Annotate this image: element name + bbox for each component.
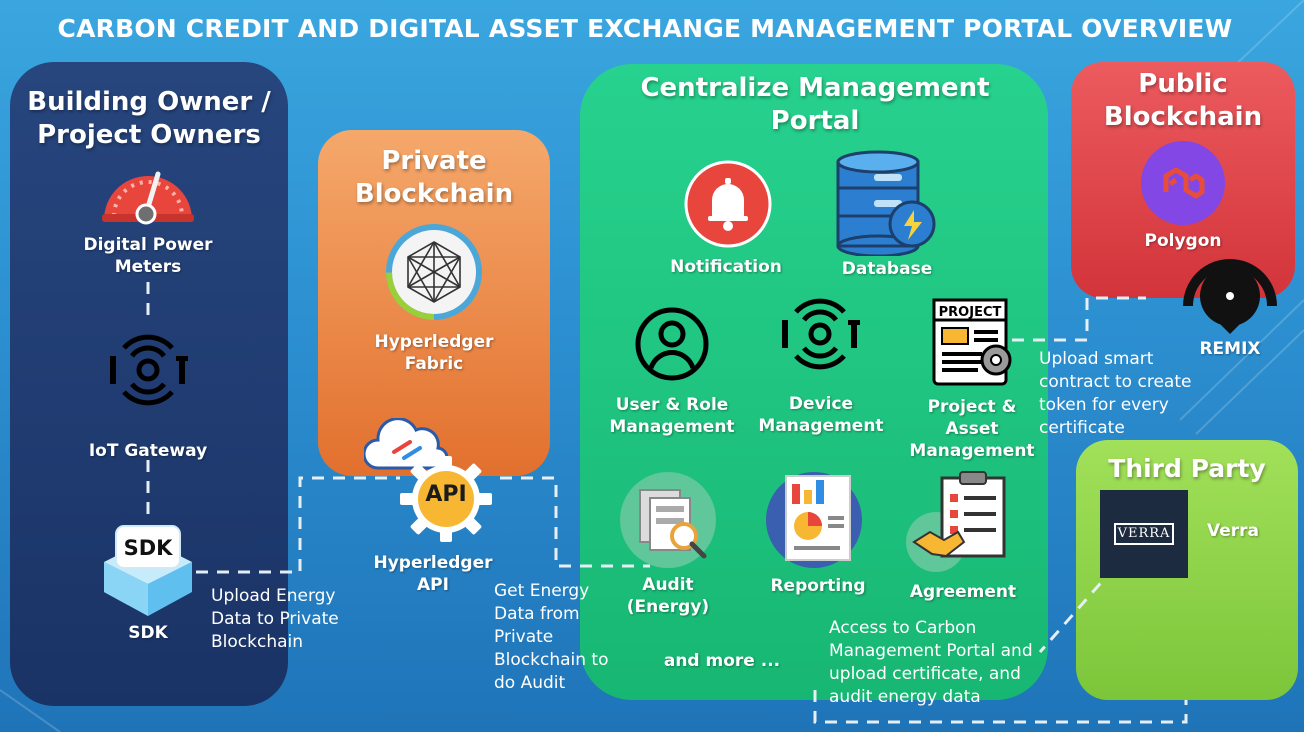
- cloud-sync-icon: [364, 418, 448, 470]
- power-meter-label-line1: Digital Power: [83, 235, 213, 255]
- smart-contract-line1: Upload smart: [1039, 349, 1154, 369]
- public-heading-line1: Public: [1138, 69, 1228, 99]
- agreement-label: Agreement: [909, 582, 1017, 602]
- central-heading-line2: Portal: [770, 106, 860, 136]
- project-line1: Project &: [927, 397, 1017, 417]
- api-gear-icon: [400, 456, 492, 542]
- access-portal-line4: audit energy data: [829, 687, 981, 707]
- audit-line1: Audit: [642, 575, 694, 595]
- project-asset-label: Project & Asset Management: [902, 396, 1042, 462]
- api-label-line2: API: [417, 575, 449, 595]
- sdk-icon: [104, 525, 192, 616]
- power-meter-label: Digital Power Meters: [60, 234, 236, 278]
- reporting-label: Reporting: [770, 576, 866, 596]
- and-more-label: and more ...: [663, 651, 781, 671]
- private-heading-line2: Blockchain: [354, 179, 514, 209]
- project-badge-text: PROJECT: [938, 305, 1002, 320]
- smart-contract-note: Upload smart contract to create token fo…: [1039, 348, 1229, 440]
- user-role-line1: User & Role: [615, 395, 729, 415]
- device-line1: Device: [788, 394, 854, 414]
- audit-label: Audit (Energy): [606, 574, 730, 618]
- remix-label: REMIX: [1199, 339, 1261, 359]
- access-portal-line3: upload certificate, and: [829, 664, 1021, 684]
- private-heading: Private Blockchain: [320, 145, 548, 211]
- user-role-icon: [635, 307, 709, 381]
- get-energy-line4: Blockchain to: [494, 650, 609, 670]
- get-energy-note: Get Energy Data from Private Blockchain …: [494, 580, 634, 695]
- project-document-icon: [932, 298, 1012, 386]
- api-label-line1: Hyperledger: [373, 553, 493, 573]
- power-meter-icon: [102, 171, 194, 225]
- device-line2: Management: [758, 416, 884, 436]
- notification-bell-icon: [684, 160, 772, 248]
- upload-energy-line3: Blockchain: [211, 632, 304, 652]
- hyperledger-fabric-icon: [386, 224, 482, 320]
- remix-logo-icon: [1183, 259, 1277, 334]
- upload-energy-line1: Upload Energy: [211, 586, 336, 606]
- central-heading-line1: Centralize Management: [640, 73, 990, 103]
- api-badge-text: API: [425, 482, 467, 507]
- agreement-icon: [906, 471, 1006, 572]
- smart-contract-line3: token for every: [1039, 395, 1169, 415]
- get-energy-line2: Data from: [494, 604, 580, 624]
- public-heading-line2: Blockchain: [1103, 102, 1263, 132]
- audit-line2: (Energy): [626, 597, 710, 617]
- project-line3: Management: [909, 441, 1035, 461]
- owner-heading-line2: Project Owners: [37, 120, 261, 150]
- polygon-label: Polygon: [1144, 231, 1222, 251]
- owner-heading: Building Owner / Project Owners: [20, 86, 278, 152]
- hyperledger-fabric-label: Hyperledger Fabric: [340, 331, 528, 375]
- get-energy-line1: Get Energy: [494, 581, 590, 601]
- user-role-line2: Management: [609, 417, 735, 437]
- sdk-badge-text: SDK: [123, 536, 173, 560]
- upload-energy-line2: Data to Private: [211, 609, 339, 629]
- notification-label: Notification: [670, 257, 782, 277]
- database-icon: [836, 150, 936, 256]
- verra-label: Verra: [1207, 521, 1259, 541]
- iot-gateway-icon: [110, 334, 188, 406]
- device-management-label: Device Management: [746, 393, 896, 437]
- central-heading: Centralize Management Portal: [590, 72, 1040, 138]
- smart-contract-line4: certificate: [1039, 418, 1125, 438]
- access-portal-line2: Management Portal and: [829, 641, 1033, 661]
- get-energy-line5: do Audit: [494, 673, 566, 693]
- fabric-label-line1: Hyperledger: [374, 332, 494, 352]
- reporting-icon: [766, 472, 862, 568]
- device-iot-icon: [782, 298, 860, 370]
- access-portal-note: Access to Carbon Management Portal and u…: [829, 617, 1069, 709]
- sdk-label: SDK: [128, 623, 168, 643]
- access-portal-line1: Access to Carbon: [829, 618, 977, 638]
- verra-logo-icon: VERRA: [1100, 490, 1188, 578]
- smart-contract-line2: contract to create: [1039, 372, 1192, 392]
- owner-heading-line1: Building Owner /: [27, 87, 271, 117]
- audit-icon: [620, 472, 716, 568]
- iot-gateway-label: IoT Gateway: [88, 441, 208, 461]
- public-heading: Public Blockchain: [1076, 68, 1290, 134]
- page-title: CARBON CREDIT AND DIGITAL ASSET EXCHANGE…: [57, 14, 1233, 43]
- private-heading-line1: Private: [381, 146, 487, 176]
- fabric-label-line2: Fabric: [404, 354, 464, 374]
- user-role-label: User & Role Management: [598, 394, 746, 438]
- project-line2: Asset: [945, 419, 999, 439]
- upload-energy-note: Upload Energy Data to Private Blockchain: [211, 585, 381, 654]
- database-label: Database: [841, 259, 933, 279]
- third-party-heading: Third Party: [1108, 454, 1266, 483]
- power-meter-label-line2: Meters: [114, 257, 182, 277]
- verra-logo-text: VERRA: [1114, 523, 1174, 545]
- get-energy-line3: Private: [494, 627, 554, 647]
- polygon-logo-icon: [1141, 141, 1225, 225]
- hyperledger-api-label: Hyperledger API: [350, 552, 516, 596]
